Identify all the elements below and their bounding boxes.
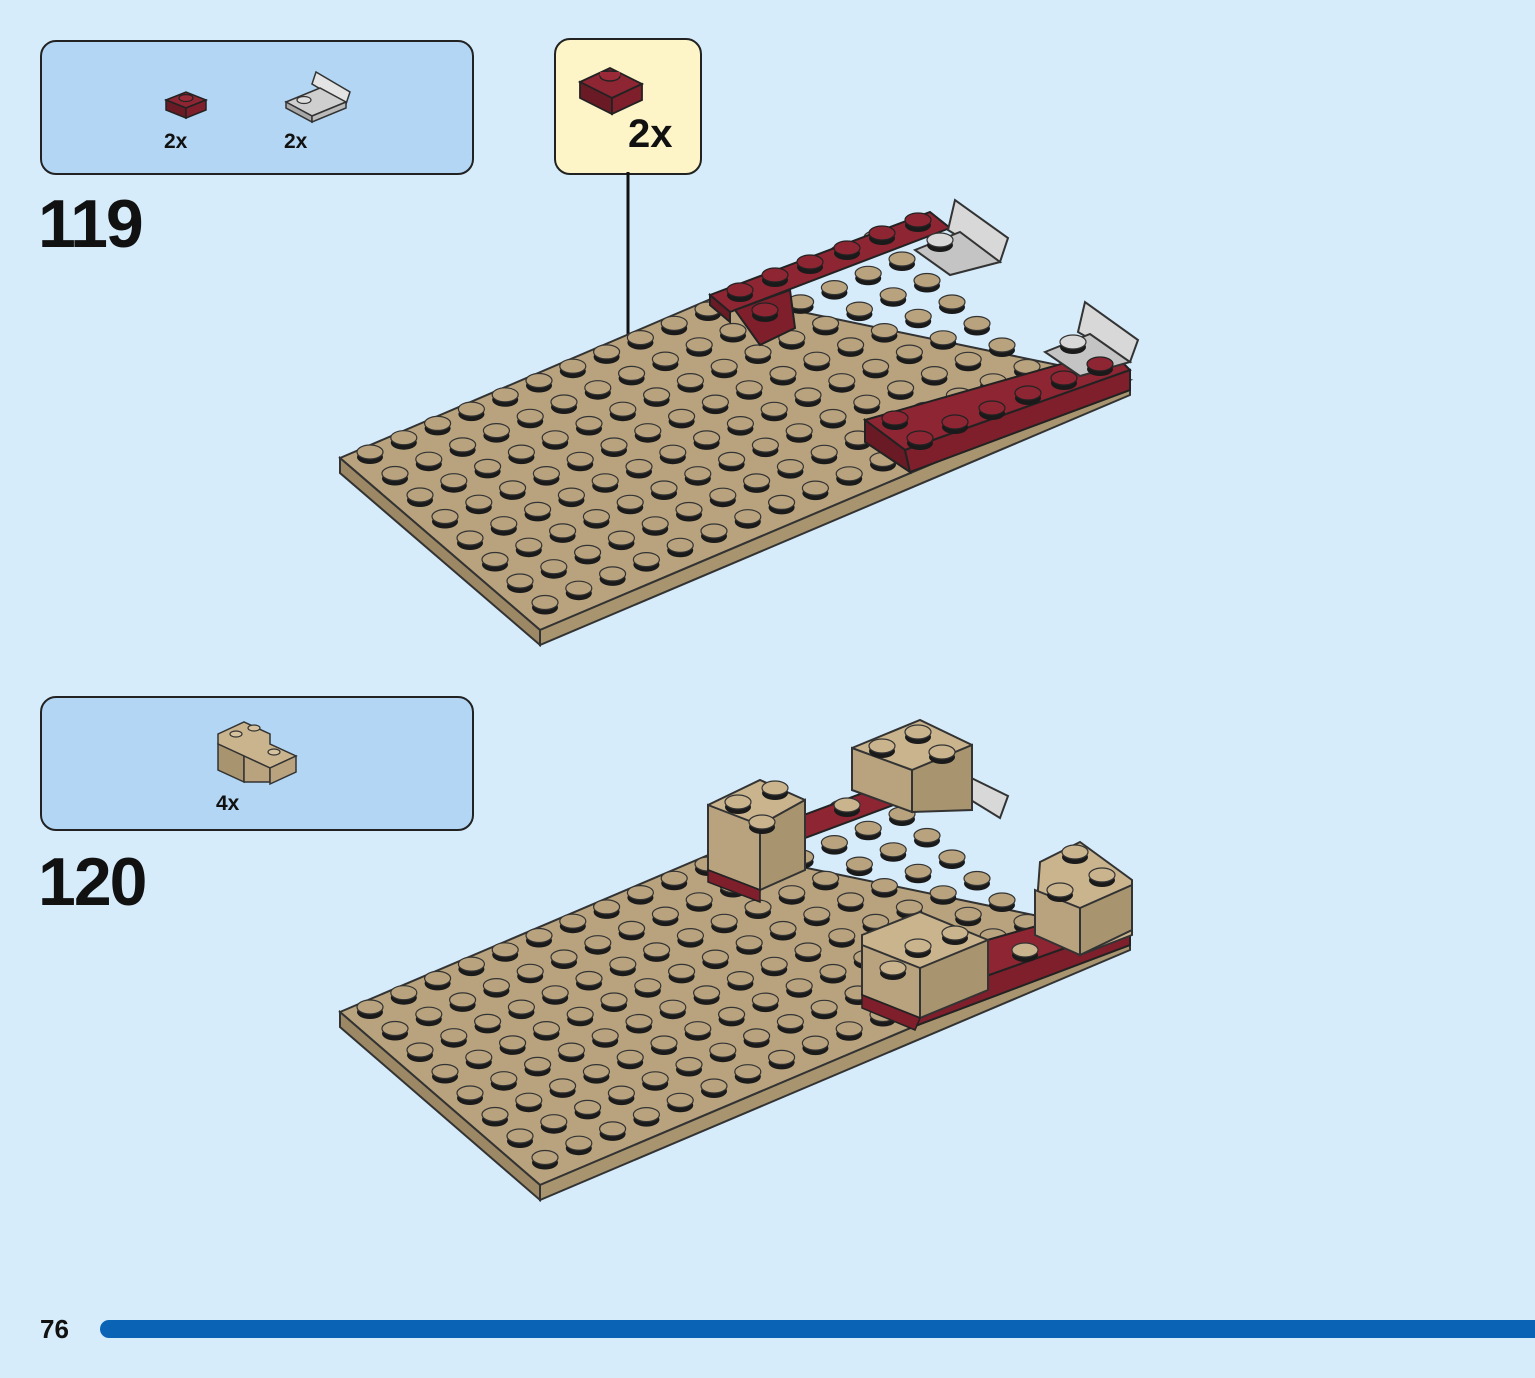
tan-corner-brick-icon [217,721,298,786]
page-number: 76 [40,1314,69,1344]
model-illustration-step-120 [338,718,1134,1203]
parts-box-step-120: 4x [40,696,474,831]
callout-box-step-119: 2x [554,38,702,175]
part-qty: 4x [216,792,240,815]
dark-red-studs [726,212,1114,450]
part-qty: 2x [284,130,308,153]
dark-red-plate-1x2-icon [577,67,645,116]
step-number: 119 [38,186,144,262]
page-progress-bar [100,1320,1535,1338]
callout-qty: 2x [628,112,673,156]
light-gray-bracket-icon [284,70,351,124]
part-qty: 2x [164,130,188,153]
brick-studs [724,724,1116,980]
model-illustration-step-119 [338,198,1140,648]
step-number: 120 [38,844,147,920]
dark-red-plate-1x1-icon [163,91,209,120]
parts-box-step-119: 2x 2x [40,40,474,175]
